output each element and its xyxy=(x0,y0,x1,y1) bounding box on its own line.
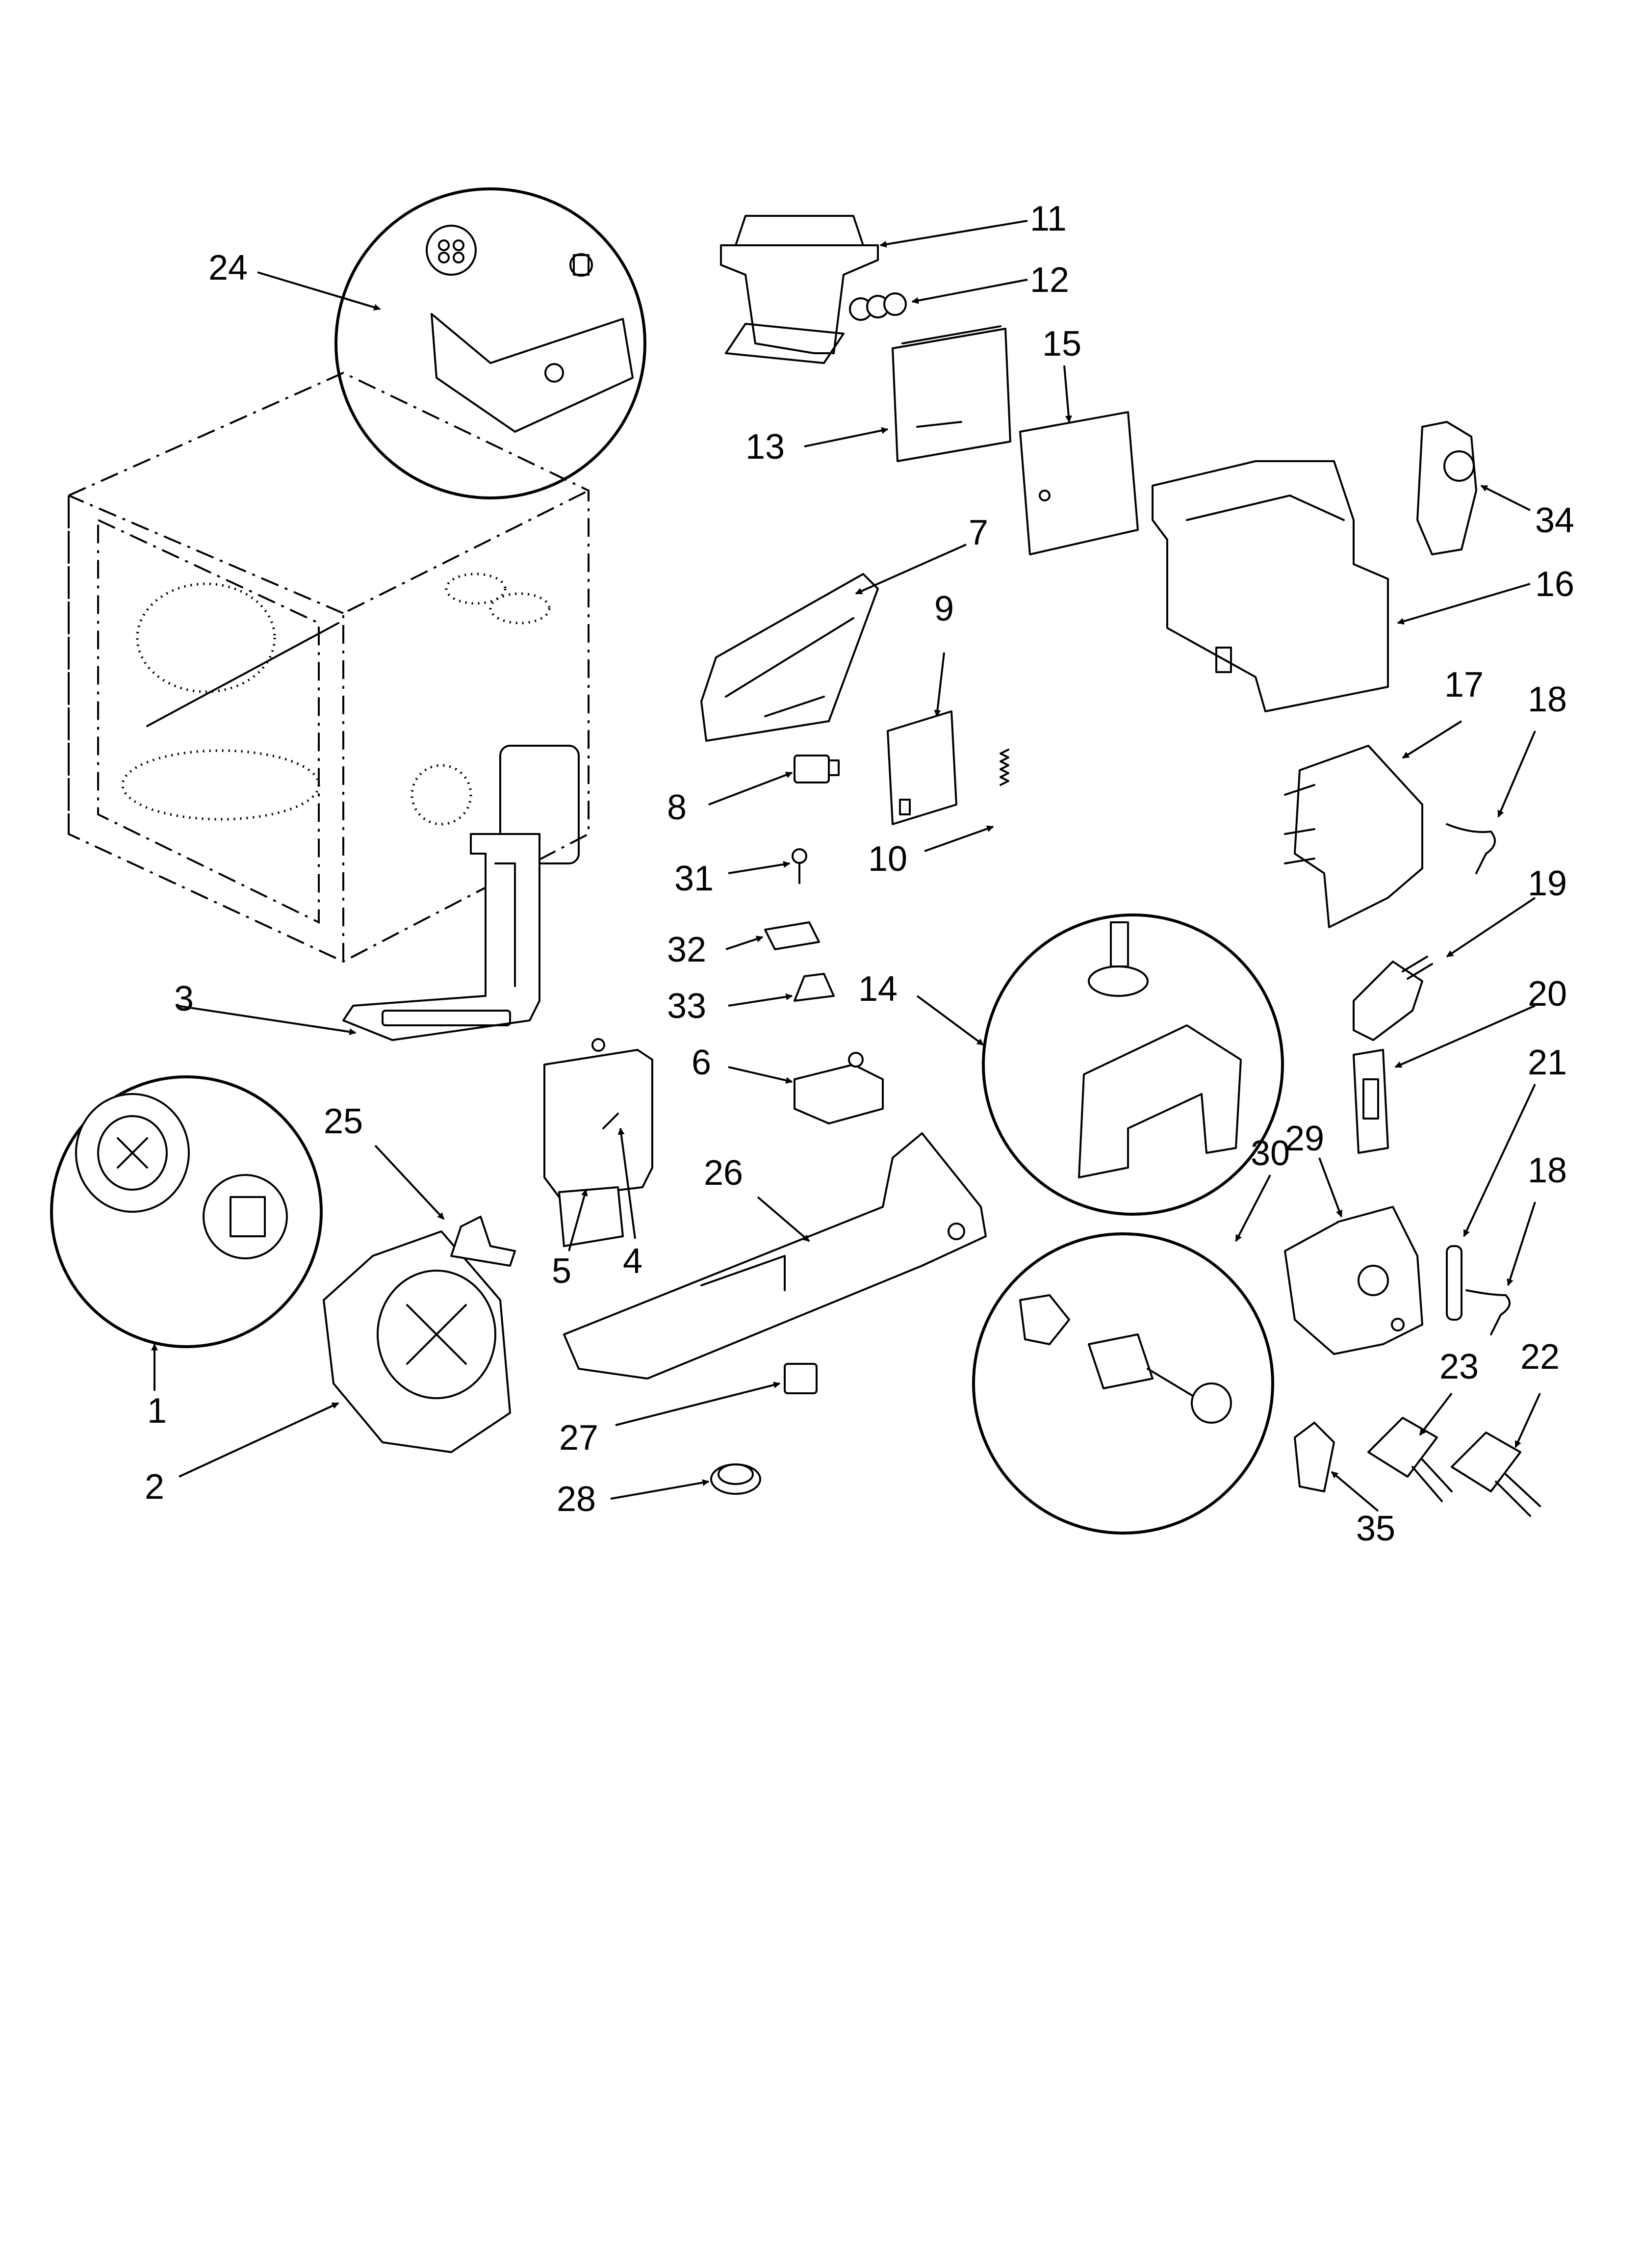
callout-33: 33 xyxy=(667,987,706,1026)
part-21-fuse xyxy=(1446,1245,1462,1321)
callout-11: 11 xyxy=(1030,199,1067,238)
part-7-panel xyxy=(700,573,879,742)
callout-14: 14 xyxy=(858,969,898,1009)
part-15-board xyxy=(1019,411,1139,555)
part-29-latch xyxy=(1284,1206,1423,1355)
callout-2: 2 xyxy=(145,1467,164,1507)
callout-13: 13 xyxy=(745,427,785,467)
callout-3: 3 xyxy=(174,979,194,1018)
part-8-switch xyxy=(794,755,840,783)
part-16-duct xyxy=(1152,460,1389,712)
callout-18-upper: 18 xyxy=(1528,680,1567,719)
part-13-plate xyxy=(892,325,1011,462)
callout-28: 28 xyxy=(557,1480,596,1519)
callout-30: 30 xyxy=(1251,1134,1290,1173)
callout-labels: 1 2 3 4 5 6 7 8 9 10 11 12 13 14 15 16 1… xyxy=(145,199,1574,1548)
callout-16: 16 xyxy=(1535,565,1574,604)
callout-5: 5 xyxy=(552,1251,571,1291)
oven-cavity-assembly xyxy=(68,371,590,963)
part-25-bracket xyxy=(450,1216,516,1267)
part-12-rollers xyxy=(849,292,907,321)
callout-19: 19 xyxy=(1528,864,1567,903)
callout-20: 20 xyxy=(1528,974,1567,1014)
part-2-blower xyxy=(323,1230,511,1453)
callout-35: 35 xyxy=(1356,1509,1395,1548)
callout-1: 1 xyxy=(147,1391,167,1431)
part-30-inset xyxy=(972,1232,1274,1535)
callout-27: 27 xyxy=(559,1418,598,1458)
callout-26: 26 xyxy=(704,1153,743,1193)
callout-34: 34 xyxy=(1535,501,1574,540)
part-34-clip xyxy=(1416,421,1477,555)
callout-29: 29 xyxy=(1285,1119,1324,1158)
part-3-bracket xyxy=(342,833,540,1041)
callout-4: 4 xyxy=(623,1242,642,1281)
part-22-switch xyxy=(1451,1432,1541,1517)
part-28-grommet xyxy=(710,1463,761,1495)
callout-9: 9 xyxy=(934,589,954,628)
part-6-capacitor xyxy=(794,1052,884,1124)
callout-7: 7 xyxy=(969,513,988,552)
part-31-pin xyxy=(792,848,807,884)
part-19-switch xyxy=(1353,956,1433,1041)
callout-31: 31 xyxy=(674,859,714,898)
part-10-spring xyxy=(1000,749,1009,786)
callout-21: 21 xyxy=(1528,1043,1567,1082)
callout-22: 22 xyxy=(1520,1337,1560,1377)
callout-8: 8 xyxy=(667,788,687,827)
part-1-inset xyxy=(50,1075,323,1348)
part-4-5-magnetron xyxy=(543,1038,653,1247)
callout-18-lower: 18 xyxy=(1528,1151,1567,1190)
callout-32: 32 xyxy=(667,930,706,969)
callout-6: 6 xyxy=(692,1043,711,1082)
part-17-bracket xyxy=(1284,745,1423,928)
part-20-holder xyxy=(1353,1049,1389,1154)
part-23-switch xyxy=(1367,1417,1453,1502)
callout-10: 10 xyxy=(868,839,907,879)
callout-23: 23 xyxy=(1439,1347,1479,1386)
callout-24: 24 xyxy=(208,248,248,287)
part-11-bracket xyxy=(720,215,879,364)
callout-15: 15 xyxy=(1042,324,1081,364)
part-18-spring-b xyxy=(1465,1289,1511,1335)
part-26-channel xyxy=(563,1132,987,1380)
callout-25: 25 xyxy=(324,1102,363,1141)
part-18-spring-a xyxy=(1446,823,1496,874)
part-24-inset xyxy=(334,187,646,499)
part-33-clip xyxy=(794,973,835,1002)
callout-12: 12 xyxy=(1030,261,1069,300)
part-14-inset xyxy=(982,913,1284,1216)
part-35-bracket xyxy=(1294,1422,1335,1492)
part-9-cover xyxy=(887,710,957,825)
part-27-clip xyxy=(784,1363,818,1394)
callout-17: 17 xyxy=(1444,665,1484,704)
part-32-plate xyxy=(764,921,820,950)
leader-lines xyxy=(151,220,1541,1512)
